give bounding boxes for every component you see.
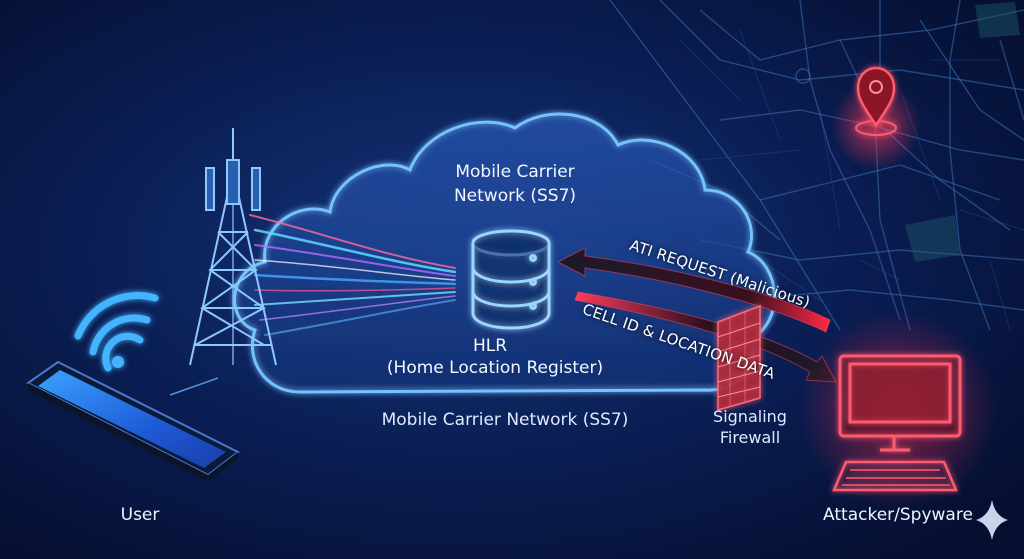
data-stream-lines (249, 214, 457, 336)
hlr-label: HLR (472, 336, 508, 356)
database-icon (471, 229, 551, 330)
wifi-signal-icon (74, 292, 159, 372)
phone-tower-link (169, 377, 219, 396)
cell-tower-icon (189, 128, 277, 366)
cloud-title-line-1: Mobile Carrier (455, 162, 575, 182)
firewall-label: Signaling Firewall (690, 406, 810, 448)
cloud-title-line-2: Network (SS7) (453, 186, 577, 206)
attacker-label: Attacker/Spyware (823, 505, 973, 525)
cloud-bottom-label: Mobile Carrier Network (SS7) (381, 410, 629, 430)
hlr-full-name: (Home Location Register) (386, 358, 604, 378)
computer-monitor-icon (838, 354, 962, 452)
smartphone-icon (26, 360, 240, 482)
cloud-title: Mobile Carrier Network (SS7) (395, 160, 635, 208)
firewall-label-line-1: Signaling (713, 407, 787, 426)
firewall-icon (717, 304, 761, 411)
ati-request-arrow (556, 247, 831, 333)
keyboard-icon (832, 460, 958, 492)
location-pin-icon (856, 66, 896, 128)
firewall-label-line-2: Firewall (719, 428, 781, 447)
sparkle-icon (976, 500, 1008, 540)
user-label: User (120, 505, 160, 525)
map-park-blocks (905, 2, 1020, 262)
city-map-minor-streets (679, 29, 1024, 331)
